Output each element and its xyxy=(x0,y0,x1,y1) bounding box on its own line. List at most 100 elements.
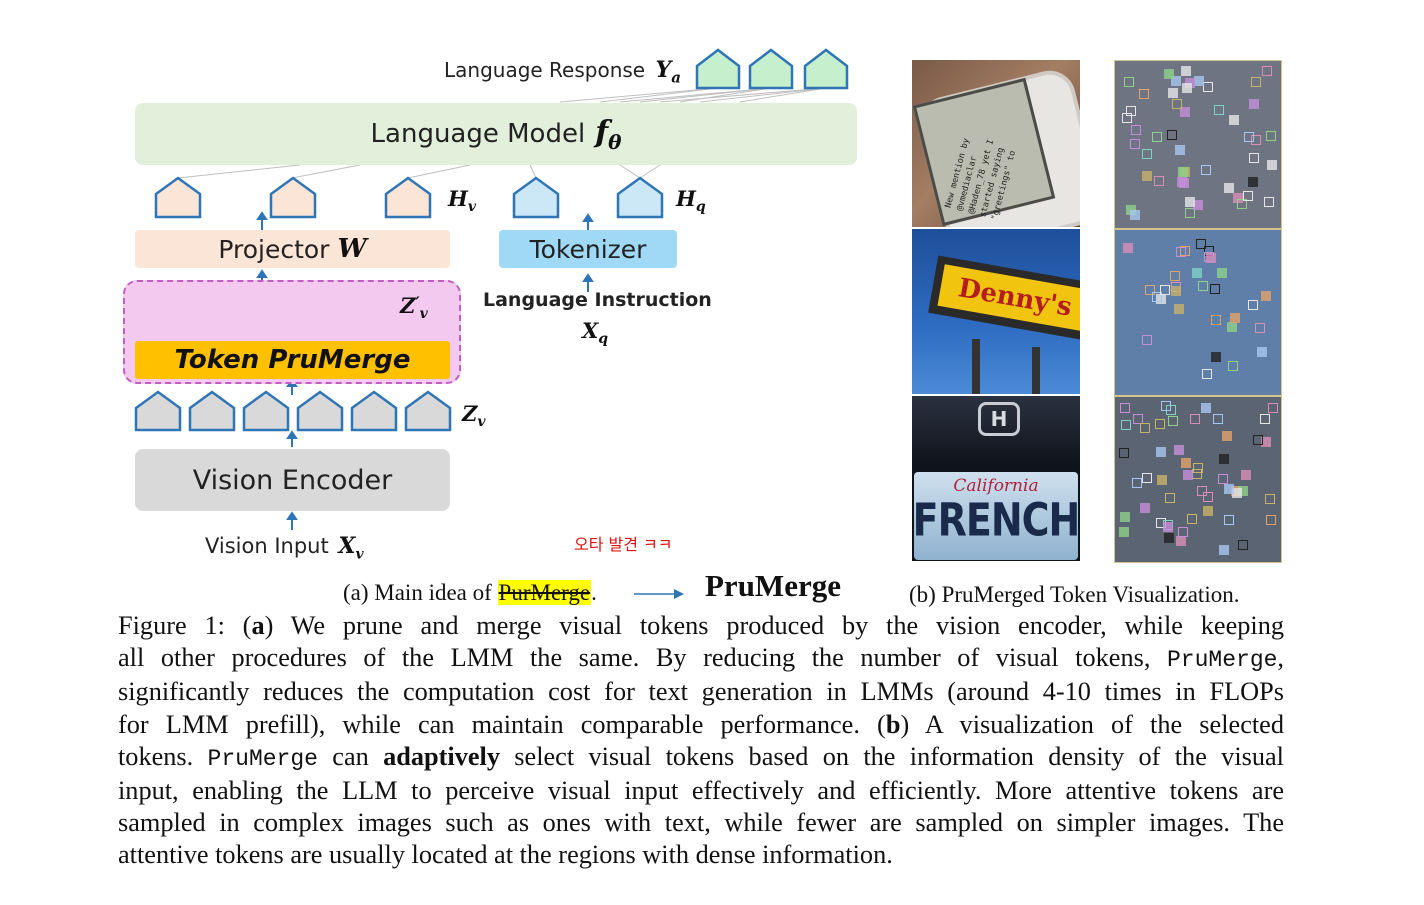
selected-token-square xyxy=(1248,177,1258,187)
xq-label: Xq xyxy=(582,318,608,347)
selected-token-square xyxy=(1249,153,1259,163)
selected-token-square xyxy=(1264,197,1274,207)
selected-token-square xyxy=(1176,536,1186,546)
selected-token-square xyxy=(1255,323,1265,333)
selected-token-square xyxy=(1160,285,1170,295)
selected-token-square xyxy=(1243,191,1253,201)
selected-token-square xyxy=(1219,454,1229,464)
selected-token-square xyxy=(1181,66,1191,76)
tokenizer-label: Tokenizer xyxy=(530,235,647,264)
ya-symbol: Ya xyxy=(655,57,680,83)
tokenizer-box: Tokenizer xyxy=(499,230,677,268)
selected-token-square xyxy=(1265,494,1275,504)
selected-token-square xyxy=(1267,160,1277,170)
selected-token-square xyxy=(1119,527,1129,537)
selected-token-square xyxy=(1164,533,1174,543)
f-theta-symbol: fθ xyxy=(595,115,621,154)
selected-token-square xyxy=(1253,435,1263,445)
selected-token-square xyxy=(1178,527,1188,537)
selected-token-square xyxy=(1266,515,1276,525)
selected-token-square xyxy=(1229,115,1239,125)
selected-token-square xyxy=(1238,540,1248,550)
selected-token-square xyxy=(1222,431,1232,441)
selected-token-square xyxy=(1190,414,1200,424)
sign-photo: Denny's xyxy=(912,229,1080,394)
selected-token-square xyxy=(1175,145,1185,155)
caption-line-3: significantly reduces the computation co… xyxy=(118,676,1284,708)
selected-token-square xyxy=(1218,474,1228,484)
selected-token-square xyxy=(1156,447,1166,457)
projector-box: Projector W xyxy=(135,230,450,268)
zv-token xyxy=(352,392,396,430)
language-model-box: Language Model fθ xyxy=(135,103,857,165)
selected-token-square xyxy=(1119,448,1129,458)
selected-token-square xyxy=(1163,522,1173,532)
zv-token xyxy=(298,392,342,430)
selected-token-square xyxy=(1142,171,1152,181)
selected-token-square xyxy=(1139,89,1149,99)
selected-token-square xyxy=(1228,361,1238,371)
vision-input-label: Vision Input Xv xyxy=(205,533,364,562)
hv-token xyxy=(386,178,430,217)
zv-label: Zv xyxy=(462,401,485,430)
selected-token-square xyxy=(1244,132,1254,142)
selected-token-square xyxy=(1167,130,1177,140)
selected-token-square xyxy=(1168,88,1178,98)
selected-token-square xyxy=(1257,347,1267,357)
caption-line-7: sampled in complex images such as ones w… xyxy=(118,807,1284,839)
selected-token-square xyxy=(1130,210,1140,220)
selected-token-square xyxy=(1193,463,1203,473)
selected-token-square xyxy=(1210,284,1220,294)
selected-token-square xyxy=(1217,268,1227,278)
selected-token-square xyxy=(1219,545,1229,555)
zv-prime-label: Z′v xyxy=(400,293,428,322)
projector-label: Projector xyxy=(218,235,329,264)
response-token xyxy=(805,50,847,88)
plate-text: FRENCH xyxy=(912,494,1080,547)
selected-token-square xyxy=(1260,414,1270,424)
selected-token-square xyxy=(1187,514,1197,524)
selected-token-square xyxy=(1178,167,1188,177)
selected-token-square xyxy=(1182,83,1192,93)
selected-token-square xyxy=(1176,247,1186,257)
selected-token-square xyxy=(1248,300,1258,310)
selected-token-square xyxy=(1194,76,1204,86)
caption-line-8: attentive tokens are usually located at … xyxy=(118,839,1284,871)
selected-token-square xyxy=(1201,403,1211,413)
selected-token-square xyxy=(1185,197,1195,207)
selected-token-square xyxy=(1213,414,1223,424)
korean-note: 오타 발견 ㅋㅋ xyxy=(574,531,673,555)
selected-token-square xyxy=(1124,77,1134,87)
correction-text: PruMerge xyxy=(705,568,841,604)
selected-token-square xyxy=(1120,403,1130,413)
selected-token-square xyxy=(1198,281,1208,291)
response-token xyxy=(750,50,792,88)
token-viz-watch xyxy=(1114,60,1282,229)
w-symbol: W xyxy=(337,234,366,264)
struck-typo: PurMerge xyxy=(498,580,592,605)
selected-token-square xyxy=(1204,252,1214,262)
zv-token xyxy=(244,392,288,430)
hv-token xyxy=(271,178,315,217)
zv-token xyxy=(406,392,450,430)
selected-token-square xyxy=(1203,82,1213,92)
selected-token-square xyxy=(1120,512,1130,522)
token-prumerge-label: Token PruMerge xyxy=(175,345,411,375)
selected-token-square xyxy=(1164,69,1174,79)
selected-token-square xyxy=(1227,322,1237,332)
selected-token-square xyxy=(1261,291,1271,301)
selected-token-square xyxy=(1123,243,1133,253)
selected-token-square xyxy=(1177,177,1187,187)
vision-encoder-box: Vision Encoder xyxy=(135,449,450,511)
caption-line-1: Figure 1: (a) We prune and merge visual … xyxy=(118,610,1284,642)
selected-token-square xyxy=(1157,475,1167,485)
selected-token-square xyxy=(1174,304,1184,314)
selected-token-square xyxy=(1171,286,1181,296)
zv-token xyxy=(136,392,180,430)
selected-token-square xyxy=(1121,420,1131,430)
selected-token-square xyxy=(1268,403,1278,413)
figure-caption-paragraph: Figure 1: (a) We prune and merge visual … xyxy=(118,610,1284,872)
selected-token-square xyxy=(1170,271,1180,281)
zv-token xyxy=(190,392,234,430)
selected-token-square xyxy=(1203,506,1213,516)
